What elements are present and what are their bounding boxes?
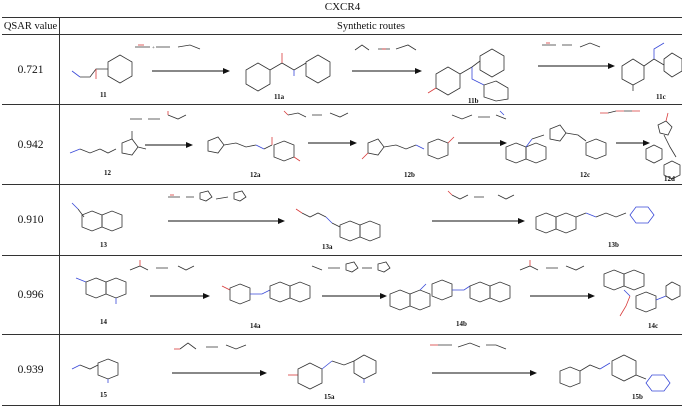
arrowhead (608, 63, 615, 69)
compound-label: 12d (664, 175, 675, 183)
reagents (451, 110, 507, 120)
synthetic-route: 13 (59, 184, 682, 256)
molecule-15b (559, 354, 671, 392)
table-row: 0.910 13 (2, 184, 682, 256)
route-scheme-15: 15 (71, 342, 671, 401)
compound-label: 15 (100, 391, 108, 399)
qsar-value: 0.942 (2, 104, 60, 185)
compound-label: 14a (250, 322, 261, 330)
compound-label: 13a (322, 243, 333, 251)
molecule-14c (603, 269, 681, 317)
reagents (600, 110, 640, 114)
qsar-value: 0.910 (2, 184, 60, 256)
molecule-11b (427, 48, 509, 102)
qsar-value: 0.996 (2, 255, 60, 335)
molecule-12c (505, 124, 607, 164)
compound-label: 15a (324, 393, 335, 401)
route-scheme-14: 14 14 (75, 260, 681, 330)
compound-label: 11 (100, 91, 107, 99)
synthetic-route: 11 + (59, 34, 682, 105)
reagents (354, 44, 417, 51)
table-row: 0.939 15 (2, 334, 682, 406)
reagents (174, 342, 247, 350)
molecule-14 (75, 277, 127, 304)
reagents (168, 190, 247, 202)
arrowhead (186, 142, 193, 148)
compound-label: 11a (274, 93, 285, 101)
arrowhead (278, 218, 285, 224)
reagents (283, 110, 349, 118)
molecule-12d (645, 112, 681, 180)
reagents (447, 190, 515, 200)
molecule-12a (207, 136, 301, 162)
molecule-13 (71, 202, 123, 232)
arrowhead (588, 293, 595, 299)
reagents (129, 260, 195, 271)
reagents (542, 42, 601, 48)
molecule-15 (71, 358, 119, 383)
compound-label: 13b (608, 241, 619, 249)
compound-label: 14b (456, 320, 467, 328)
synthetic-route: 15 (59, 334, 682, 406)
compound-label: 12a (250, 171, 261, 179)
svg-text:+: + (152, 46, 155, 51)
synthetic-route: 14 14 (59, 255, 682, 335)
route-scheme-11: 11 + (71, 42, 682, 104)
arrowhead (530, 370, 537, 376)
compound-label: 14c (648, 322, 658, 330)
molecule-13b (535, 206, 655, 234)
arrowhead (643, 140, 650, 146)
reagents (430, 342, 507, 350)
molecule-15a (288, 354, 377, 390)
molecule-12 (69, 131, 147, 156)
synthetic-route: 12 (59, 104, 682, 185)
qsar-value: 0.721 (2, 34, 60, 105)
arrowhead (380, 293, 387, 299)
arrowhead (260, 370, 267, 376)
qsar-value: 0.939 (2, 334, 60, 406)
compound-label: 12b (404, 171, 415, 179)
reagents (130, 111, 187, 120)
molecule-11a (245, 53, 331, 92)
compound-label: 11b (468, 97, 479, 104)
compound-label: 12 (104, 169, 112, 177)
arrowhead (500, 140, 507, 146)
compound-label: 15b (632, 393, 643, 401)
header-qsar-value: QSAR value (2, 17, 60, 35)
route-scheme-13: 13 (71, 190, 655, 251)
header-row: QSAR value Synthetic routes (2, 17, 682, 35)
arrowhead (350, 140, 357, 146)
molecule-11c (621, 42, 682, 91)
route-scheme-12: 12 (69, 110, 681, 183)
table-row: 0.942 12 (2, 104, 682, 185)
compound-label: 14 (100, 318, 108, 326)
table-row: 0.721 11 + (2, 34, 682, 105)
arrowhead (223, 68, 230, 74)
molecule-13a (295, 208, 381, 242)
reagents (519, 260, 585, 271)
molecule-14b (389, 279, 511, 311)
arrowhead (415, 68, 422, 74)
synthetic-routes-table: QSAR value Synthetic routes 0.721 (2, 17, 682, 406)
figure-title: CXCR4 (324, 1, 361, 13)
compound-label: 12c (580, 171, 590, 179)
compound-label: 13 (100, 241, 108, 249)
molecule-14a (221, 281, 311, 305)
arrowhead (518, 218, 525, 224)
compound-label: 11c (656, 93, 666, 101)
molecule-12b (361, 136, 455, 160)
header-synthetic-routes: Synthetic routes (59, 17, 682, 35)
reagents (311, 261, 391, 273)
molecule-11 (71, 54, 133, 84)
reagents: + (135, 44, 201, 51)
table-row: 0.996 14 (2, 255, 682, 335)
arrowhead (203, 293, 210, 299)
